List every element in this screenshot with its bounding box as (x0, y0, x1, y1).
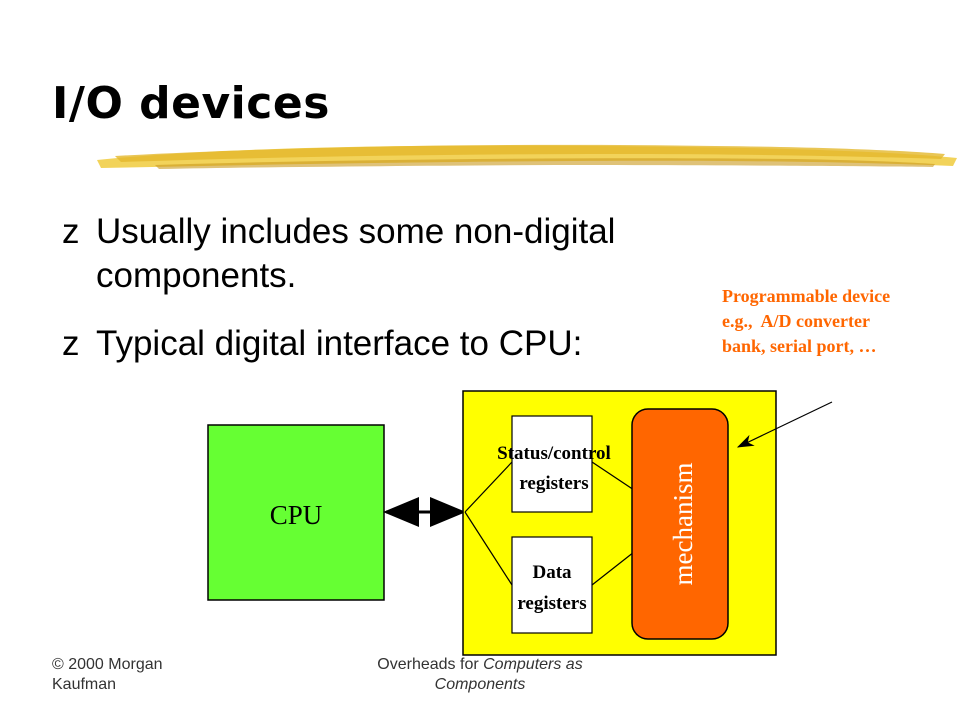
annotation-line: bank, serial port, … (722, 336, 877, 356)
bullet-glyph: z (62, 324, 80, 363)
status-to-mechanism-line (591, 461, 635, 491)
title-underline-brush (97, 144, 957, 169)
io-device-box (462, 390, 777, 656)
annotation-line: Programmable device (722, 286, 891, 306)
cpu-box (207, 424, 385, 601)
slide-title: I/O devices (52, 78, 330, 129)
footer-prefix: Overheads for (377, 656, 484, 673)
bullet-text-line1: Typical digital interface to CPU: (96, 324, 583, 363)
cpu-label: CPU (270, 500, 323, 530)
footer-source: Overheads for Computers as Components (340, 655, 620, 695)
bullet-text-line2: components. (96, 256, 297, 295)
footer-copyright: © 2000 Morgan Kaufman (52, 656, 163, 693)
data-registers-box (511, 536, 593, 634)
annotation-pointer-arrow (736, 401, 833, 448)
mechanism-label: mechanism (668, 463, 698, 586)
data-registers-label-line1: Data (532, 562, 572, 583)
bullet-item: z Typical digital interface to CPU: (62, 322, 582, 366)
bullet-item: z Usually includes some non-digital compo… (62, 210, 615, 298)
footer-book-title: Computers as Components (434, 656, 583, 693)
data-to-mechanism-line (591, 551, 635, 586)
bullet-glyph: z (62, 212, 80, 251)
annotation-line: e.g., A/D converter (722, 311, 870, 331)
bullet-text-line1: Usually includes some non-digital (96, 212, 616, 251)
status-control-label-line2: registers (519, 473, 588, 494)
mechanism-box (631, 408, 729, 640)
status-control-label-line1: Status/control (497, 443, 611, 464)
status-control-registers-box (511, 415, 593, 513)
data-registers-label-line2: registers (517, 593, 586, 614)
programmable-device-annotation: Programmable device e.g., A/D converter … (722, 284, 890, 359)
bus-to-status-line (464, 461, 513, 513)
bus-to-data-line (464, 511, 513, 586)
